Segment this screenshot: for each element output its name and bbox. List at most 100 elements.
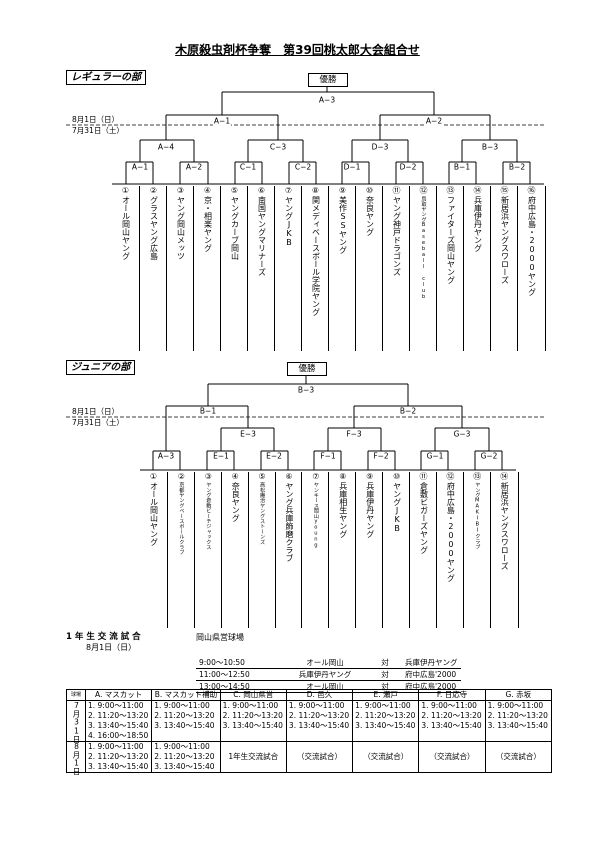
junior-quarter-label: E−3 <box>239 429 257 439</box>
schedule-cell: （交流試合） <box>484 752 553 762</box>
exchange-vs: 対 <box>381 670 389 679</box>
regular-r1-label: A−2 <box>184 162 204 172</box>
team-number: ⑨ <box>366 472 374 481</box>
team-name: 奈良ヤング <box>365 196 375 236</box>
schedule-cell <box>151 731 221 742</box>
schedule-cell <box>285 731 354 742</box>
schedule-cell: （交流試合） <box>285 752 354 762</box>
exchange-date: 8月1日（日） <box>86 643 137 652</box>
schedule-header: D. 邑久 <box>285 689 354 701</box>
regular-r1-label: D−1 <box>342 162 362 172</box>
regular-date-lower: 7月31日（土） <box>72 126 124 135</box>
junior-r1-label: E−2 <box>265 451 283 461</box>
schedule-header: C. 岡山県営 <box>219 689 287 701</box>
team-number: ③ <box>204 472 212 481</box>
junior-r1-label: G−2 <box>479 451 499 461</box>
team-number: ⑫ <box>419 186 428 195</box>
schedule-header: F. 日応寺 <box>418 689 486 701</box>
schedule-cell <box>352 731 420 742</box>
team-number: ① <box>121 186 130 195</box>
regular-final-label: A−3 <box>317 95 337 105</box>
regular-champion-box: 優勝 <box>308 73 348 87</box>
team-number: ⑦ <box>284 186 293 195</box>
schedule-cell: （交流試合） <box>352 752 420 762</box>
schedule-cell: 3. 13:40〜15:40 <box>285 721 354 731</box>
schedule-cell: 2. 11:20〜13:20 <box>151 711 221 721</box>
team-name: 新居浜ヤングスワローズ <box>500 196 510 284</box>
page-title: 木原殺虫剤杯争奪 第39回桃太郎大会組合せ <box>175 43 420 57</box>
team-number: ⑬ <box>473 472 482 481</box>
junior-champion-box: 優勝 <box>287 362 327 376</box>
regular-quarter-label: D−3 <box>370 142 390 152</box>
junior-final-label: B−3 <box>296 385 316 395</box>
team-name: ヤング神戸ドラゴンズ <box>392 196 402 276</box>
team-name: ヤング兵庫飾磨クラブ <box>285 482 294 562</box>
junior-r1-label: E−1 <box>212 451 230 461</box>
junior-r1-label: F−2 <box>372 451 390 461</box>
exchange-venue: 岡山県営球場 <box>196 633 244 642</box>
team-name: 南国ヤングマリナーズ <box>257 196 267 276</box>
exchange-block: 1 年 生 交 流 試 合 8月1日（日） <box>66 630 141 653</box>
team-name: 奈良ヤング <box>231 482 241 522</box>
team-number: ② <box>177 472 185 481</box>
team-name: グラスヤング広島 <box>149 196 159 260</box>
schedule-cell <box>484 762 553 773</box>
schedule-cell: 1. 9:00〜11:00 <box>285 700 354 711</box>
regular-date-upper: 8月1日（日） <box>72 115 120 124</box>
regular-r1-label: C−2 <box>293 162 313 172</box>
schedule-cell: 2. 11:20〜13:20 <box>151 752 221 762</box>
team-name: ヤングMAKIBIクラブ <box>474 482 481 550</box>
team-number: ③ <box>176 186 185 195</box>
team-number: ⑤ <box>258 472 266 481</box>
exchange-time: 13:00〜14:50 <box>199 682 250 691</box>
regular-section-label: レギュラーの部 <box>66 70 146 85</box>
team-name: ヤンキース岡山young <box>312 482 319 549</box>
regular-quarter-label: C−3 <box>268 142 288 152</box>
exchange-time: 11:00〜12:50 <box>199 670 250 679</box>
schedule-day: 8月1日 <box>66 741 86 775</box>
schedule-cell <box>219 762 287 773</box>
schedule-cell <box>484 731 553 742</box>
team-number: ⑤ <box>230 186 239 195</box>
team-name: 兵庫伊丹ヤング <box>365 482 375 538</box>
regular-r1-label: C−1 <box>238 162 258 172</box>
schedule-cell: 1. 9:00〜11:00 <box>219 700 287 711</box>
exchange-heading: 1 年 生 交 流 試 合 <box>66 632 141 642</box>
team-number: ⑭ <box>473 186 482 195</box>
regular-semi-label: A−1 <box>212 116 232 126</box>
team-number: ⑩ <box>393 472 401 481</box>
junior-semi-label: B−2 <box>398 406 418 416</box>
junior-date-upper: 8月1日（日） <box>72 407 120 416</box>
schedule-cell <box>352 762 420 773</box>
team-number: ⑪ <box>419 472 428 481</box>
team-number: ⑮ <box>500 186 509 195</box>
schedule-cell: 2. 11:20〜13:20 <box>484 711 553 721</box>
schedule-header: E. 瀬戸 <box>352 689 420 701</box>
exchange-home: 兵庫伊丹ヤング <box>298 670 352 679</box>
schedule-cell <box>219 731 287 742</box>
regular-r1-label: D−2 <box>398 162 418 172</box>
